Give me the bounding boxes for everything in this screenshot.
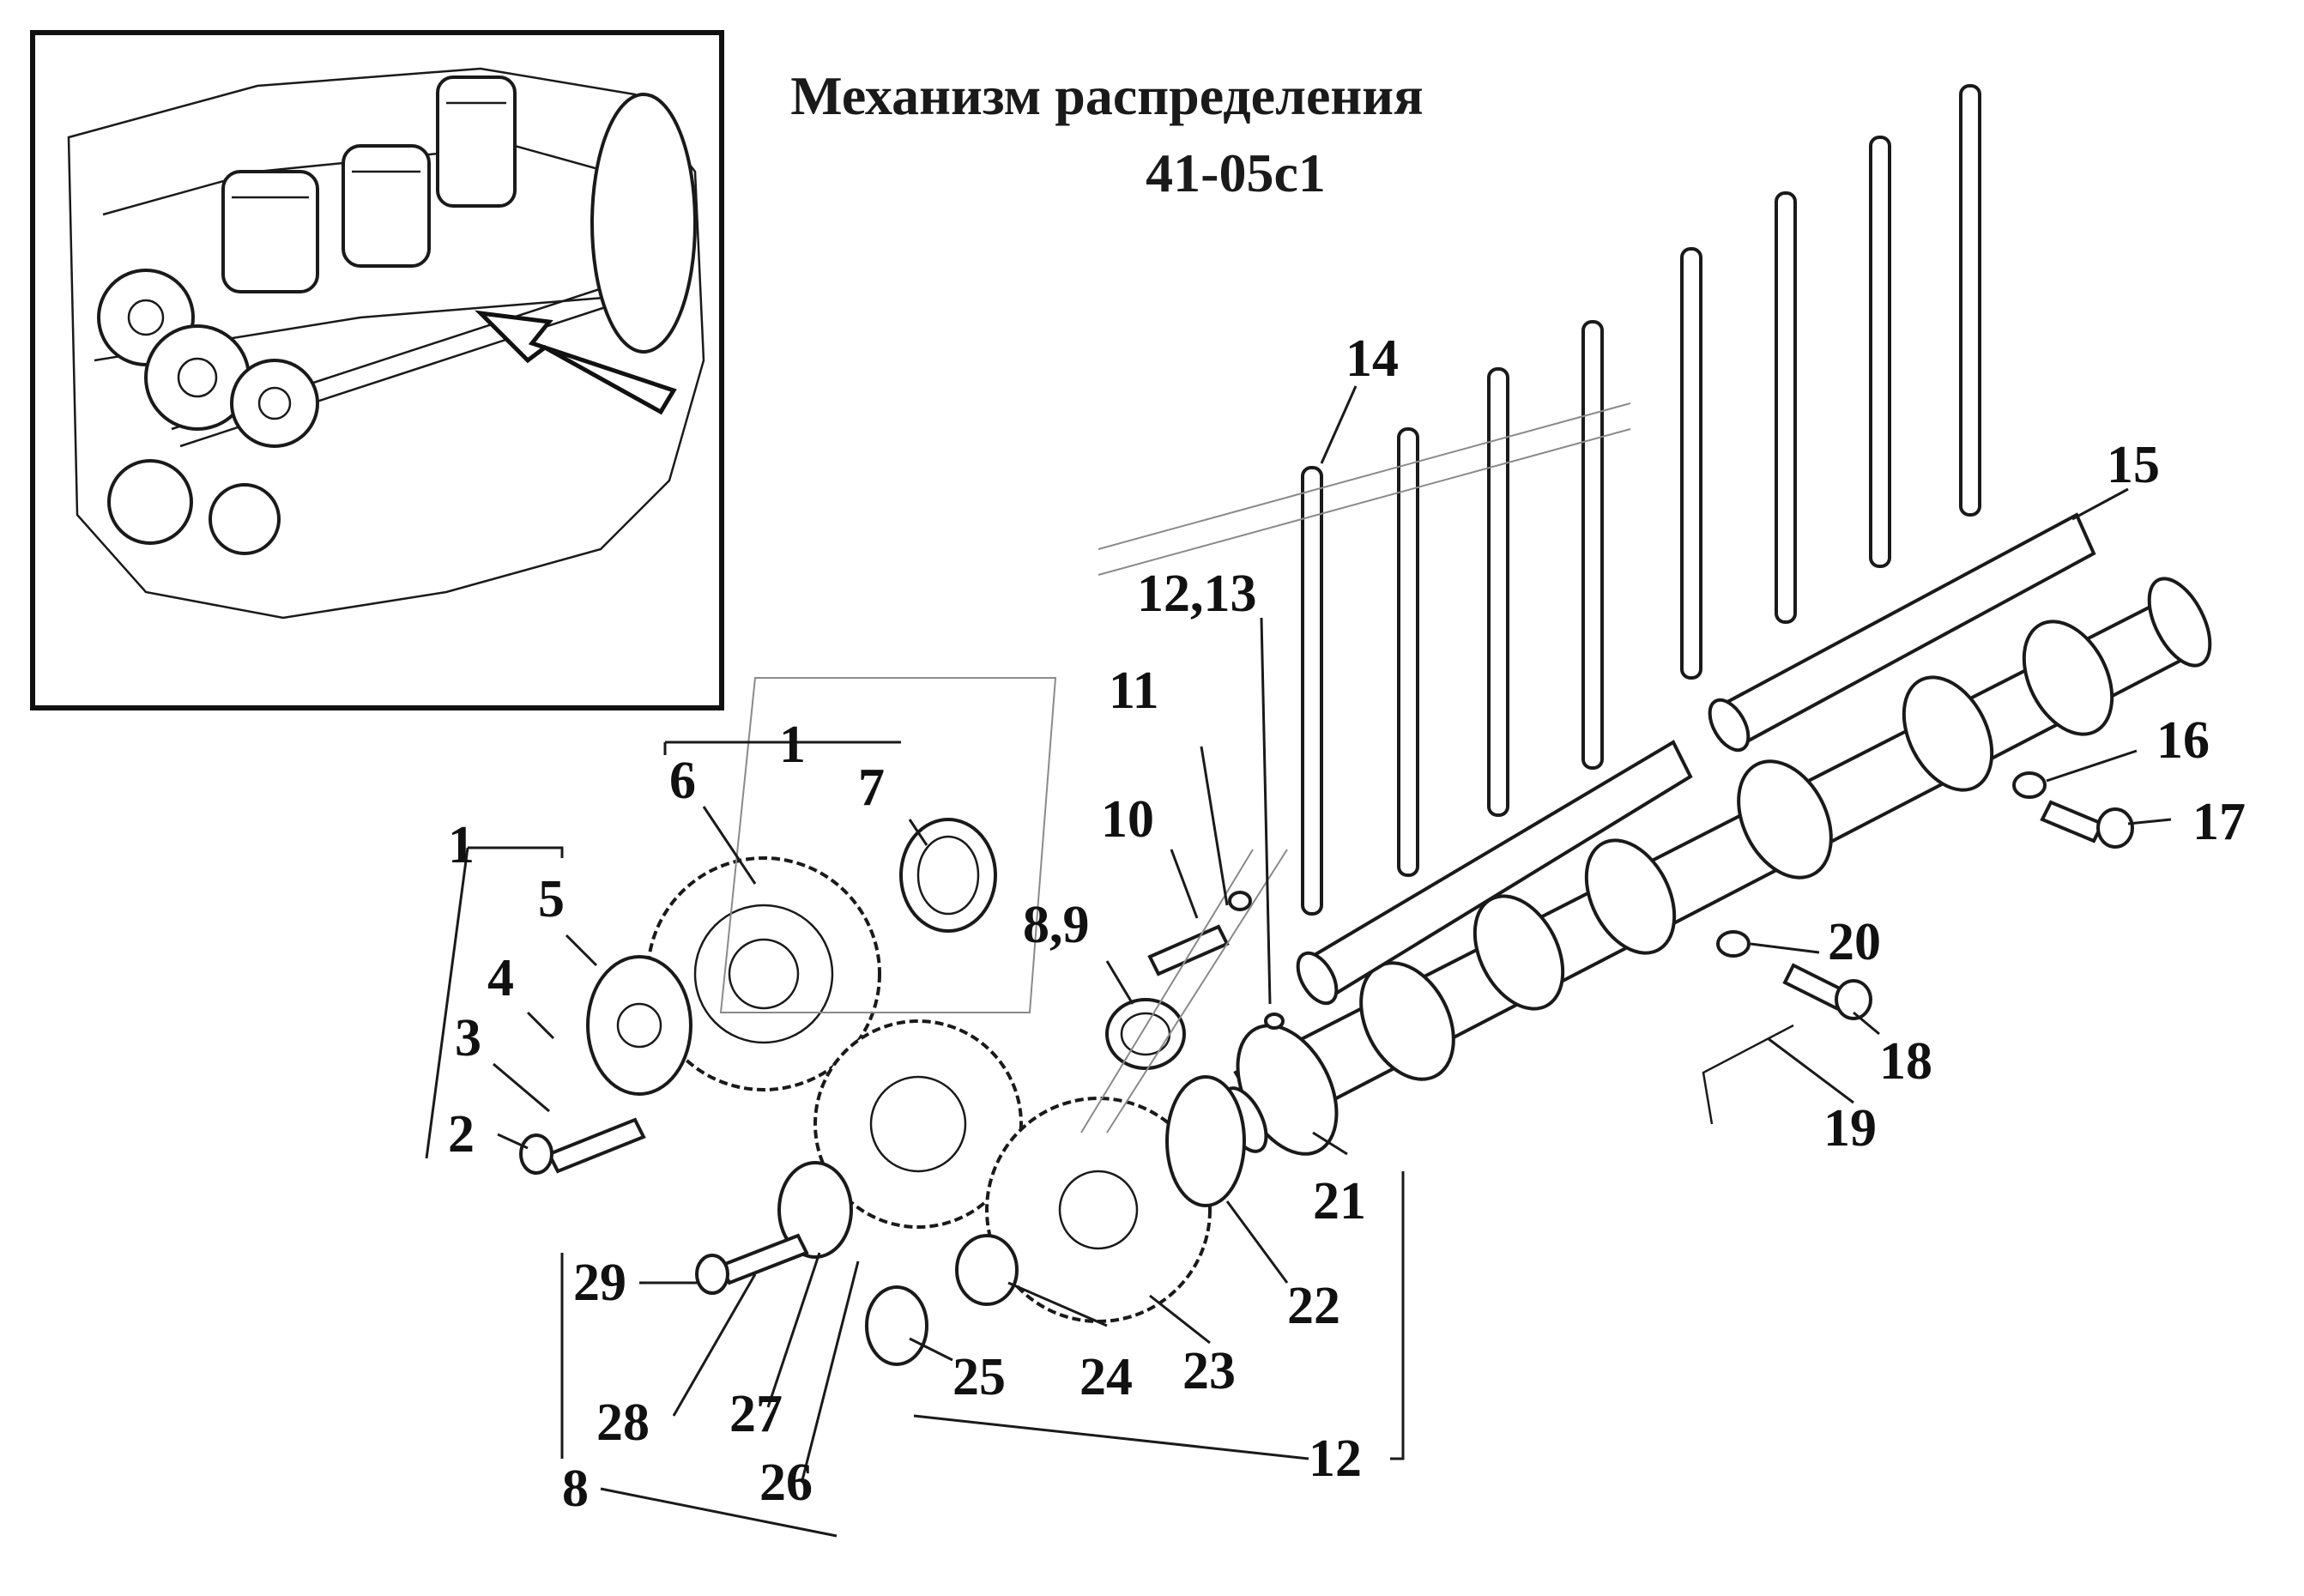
diagram-title-line2: 41-05с1 [1146, 142, 1326, 203]
callout-15: 15 [2107, 436, 2160, 494]
callout-10: 10 [1101, 790, 1154, 849]
callout-25: 25 [952, 1348, 1006, 1406]
callout-1-left: 1 [448, 816, 475, 874]
callout-22: 22 [1287, 1277, 1340, 1335]
callout-2: 2 [448, 1105, 475, 1164]
callout-8-9: 8,9 [1023, 896, 1090, 954]
engine-location-icon [30, 30, 724, 710]
callout-6: 6 [669, 752, 696, 810]
callout-12: 12 [1309, 1430, 1362, 1488]
callout-1-top: 1 [779, 716, 806, 774]
callout-12-13: 12,13 [1137, 565, 1257, 623]
callout-16: 16 [2156, 711, 2210, 770]
thrust-flange-22 [1165, 1075, 1246, 1207]
callout-17: 17 [2192, 793, 2246, 851]
bushing-7 [899, 818, 997, 933]
callout-24: 24 [1079, 1348, 1133, 1406]
callout-27: 27 [729, 1385, 783, 1443]
callout-23: 23 [1182, 1342, 1236, 1400]
camshaft [1220, 577, 2212, 1156]
callout-3: 3 [455, 1009, 481, 1067]
callout-11: 11 [1109, 662, 1159, 720]
callout-21: 21 [1313, 1172, 1366, 1230]
callout-19: 19 [1823, 1099, 1877, 1158]
callout-7: 7 [858, 759, 885, 817]
bushing-8-9 [1105, 998, 1186, 1070]
callout-28: 28 [596, 1393, 650, 1452]
intermediate-gear-26 [813, 1019, 1023, 1229]
rocker-shaft-rear [1708, 512, 2096, 753]
callout-4: 4 [487, 949, 514, 1007]
callout-29: 29 [573, 1254, 626, 1312]
callout-20: 20 [1828, 913, 1881, 971]
axle-25 [865, 1285, 928, 1366]
callout-18: 18 [1879, 1032, 1932, 1091]
callout-labels: 1 1 2 3 4 5 6 7 8,9 10 11 12,13 14 15 16… [448, 329, 2246, 1518]
callout-14: 14 [1346, 329, 1399, 388]
rocker-shaft-front [1296, 740, 1693, 1006]
diagram-title-line1: Механизм распределения [790, 65, 1424, 126]
callout-8: 8 [562, 1460, 589, 1518]
washer-24 [955, 1234, 1019, 1306]
plate-27 [777, 1161, 853, 1259]
callout-26: 26 [759, 1454, 813, 1512]
leader-lines [425, 385, 2172, 1538]
exploded-guide-lines [719, 402, 1631, 1134]
pin-19 [1702, 1024, 1794, 1125]
flange-5 [586, 955, 692, 1096]
push-rods [1301, 84, 1981, 916]
bolts [519, 771, 2134, 1295]
callout-5: 5 [538, 870, 565, 928]
